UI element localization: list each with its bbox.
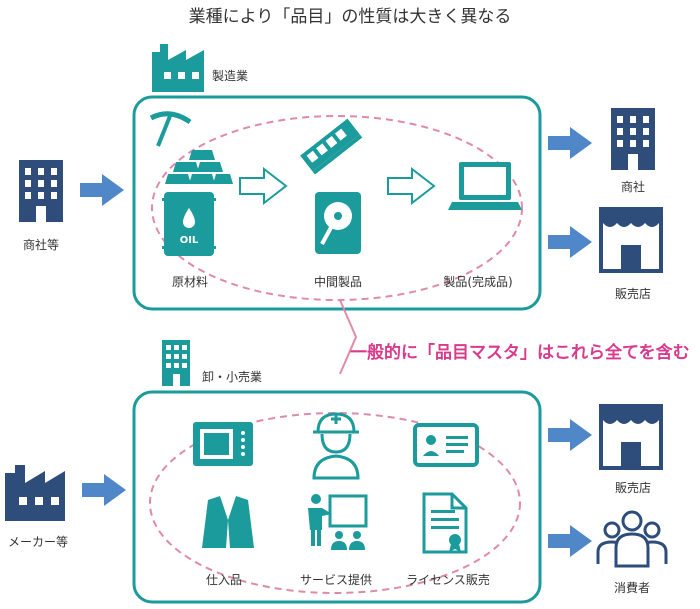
id-card-icon bbox=[413, 423, 479, 467]
microwave-icon bbox=[193, 422, 253, 466]
arrow-right-icon bbox=[548, 127, 592, 159]
output-label-trading: 商社 bbox=[621, 179, 645, 194]
outline-arrow-icon bbox=[239, 168, 287, 204]
arrow-right-icon bbox=[82, 474, 126, 506]
retail-dashed-ellipse bbox=[149, 412, 521, 594]
item-label-license: ライセンス販売 bbox=[406, 572, 490, 587]
laptop-icon bbox=[448, 162, 522, 210]
raw-materials-icon: OIL bbox=[149, 111, 233, 256]
store-icon bbox=[599, 207, 663, 273]
retail-label: 卸・小売業 bbox=[202, 369, 262, 384]
output-label-store-2: 販売店 bbox=[615, 480, 651, 495]
manufacturing-dashed-ellipse bbox=[151, 115, 523, 301]
callout-connector bbox=[339, 299, 358, 375]
arrow-right-icon bbox=[548, 226, 592, 258]
item-label-intermediate: 中間製品 bbox=[314, 274, 362, 289]
item-label-service: サービス提供 bbox=[300, 572, 372, 587]
building-icon bbox=[19, 160, 63, 222]
intermediate-products-icon bbox=[300, 118, 363, 254]
factory-icon bbox=[5, 465, 65, 521]
consumers-icon bbox=[596, 510, 668, 568]
left-actor-label-trading: 商社等 bbox=[23, 237, 59, 252]
left-actor-label-maker: メーカー等 bbox=[8, 535, 68, 549]
store-icon bbox=[599, 404, 663, 470]
license-icon bbox=[422, 492, 468, 554]
outline-arrow-icon bbox=[387, 168, 435, 204]
output-label-consumers: 消費者 bbox=[614, 580, 650, 595]
item-label-finished: 製品(完成品) bbox=[443, 274, 512, 289]
svg-text:OIL: OIL bbox=[180, 235, 199, 246]
service-icon bbox=[308, 494, 368, 550]
callout-text: 一般的に「品目マスタ」はこれら全てを含む bbox=[350, 342, 690, 363]
manufacturing-box bbox=[132, 95, 542, 311]
building-icon bbox=[162, 340, 190, 386]
diagram-title: 業種により「品目」の性質は大きく異なる bbox=[189, 7, 512, 27]
arrow-right-icon bbox=[80, 174, 124, 206]
output-label-store-1: 販売店 bbox=[615, 286, 651, 301]
manufacturing-label: 製造業 bbox=[212, 69, 248, 83]
arrow-right-icon bbox=[548, 525, 592, 557]
arrow-right-icon bbox=[548, 419, 592, 451]
item-label-goods: 仕入品 bbox=[206, 573, 242, 587]
goods-icon bbox=[202, 496, 254, 548]
retail-box bbox=[132, 390, 542, 604]
worker-icon bbox=[312, 412, 360, 480]
building-icon bbox=[611, 108, 655, 170]
item-label-raw-materials: 原材料 bbox=[172, 275, 208, 289]
factory-icon bbox=[152, 44, 204, 92]
